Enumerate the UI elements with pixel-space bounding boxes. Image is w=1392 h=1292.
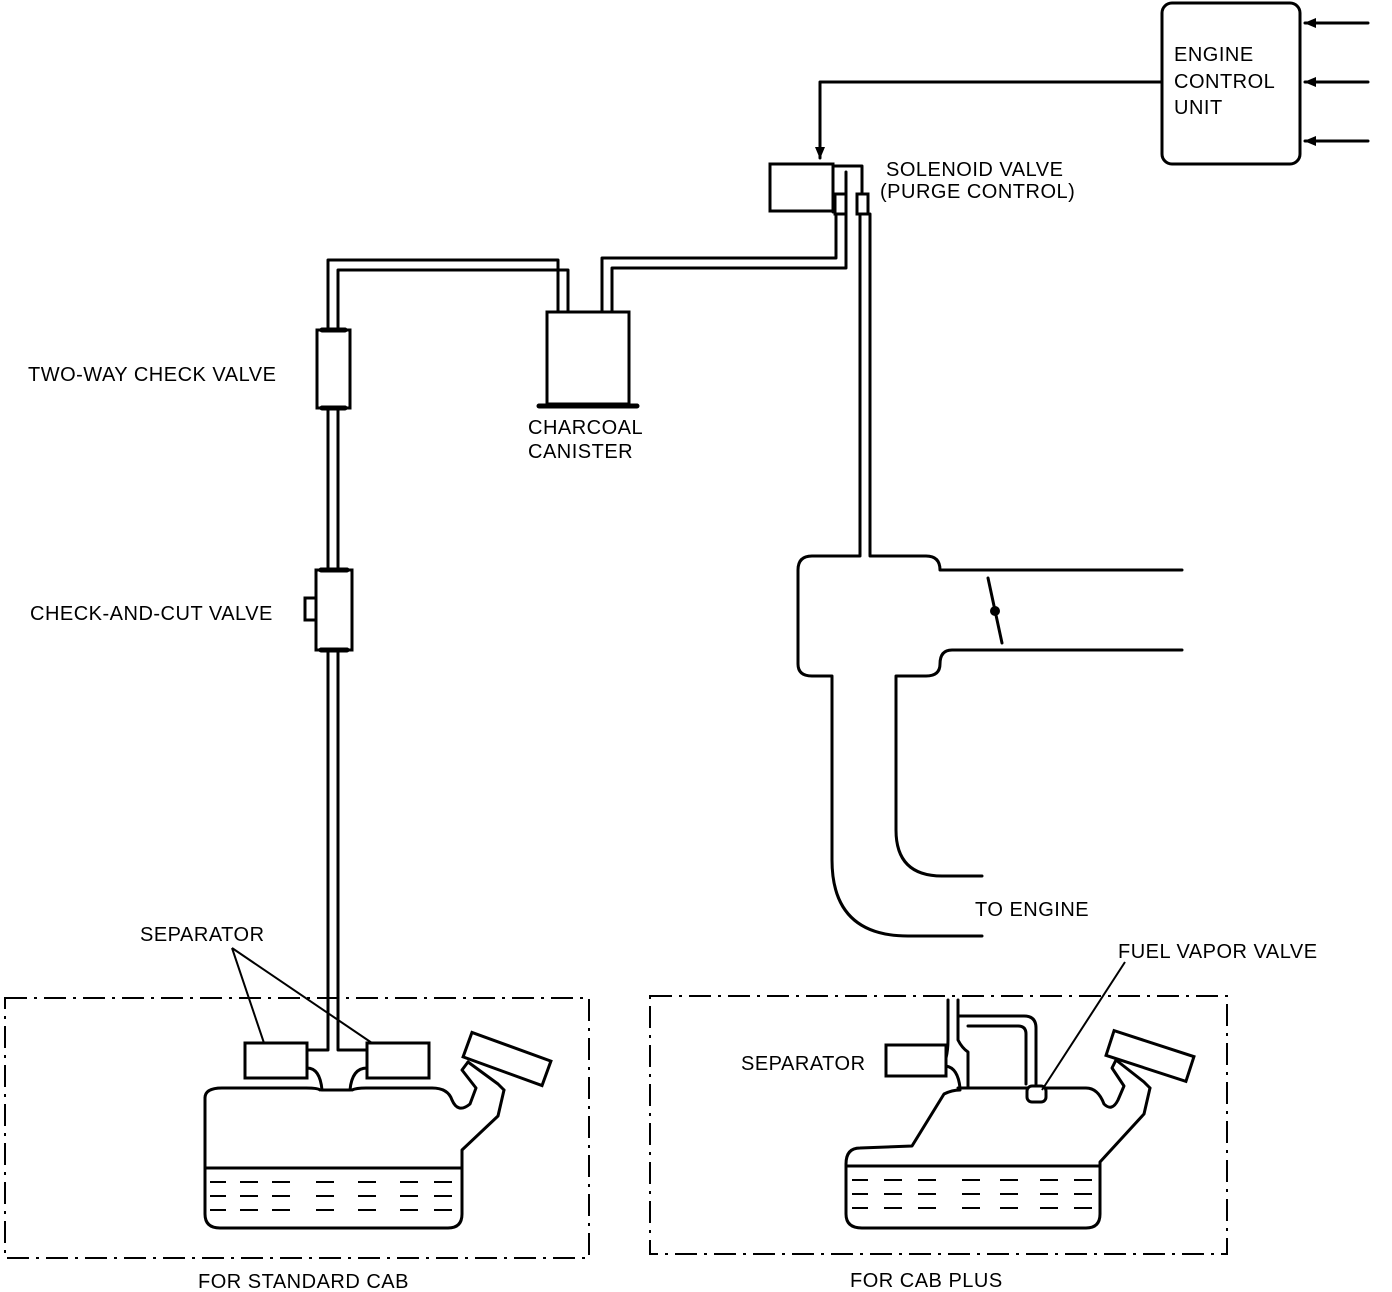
purge-hose-solenoid-to-intake — [858, 212, 872, 557]
engine-control-unit: ENGINE CONTROL UNIT — [1160, 1, 1302, 166]
cab-plus-frame — [649, 995, 1228, 1255]
for-cab-plus-caption: FOR CAB PLUS — [850, 1270, 1003, 1292]
for-standard-cab-caption: FOR STANDARD CAB — [198, 1271, 409, 1292]
standard-cab-frame — [4, 997, 590, 1259]
solenoid-valve-label-line-2: (PURGE CONTROL) — [880, 181, 1075, 203]
cab-plus-separator — [884, 1043, 948, 1078]
two-way-check-valve — [315, 327, 352, 411]
purge-hose-solenoid-to-canister — [600, 212, 848, 314]
cab-plus-separator-label: SEPARATOR — [741, 1053, 866, 1075]
charcoal-canister-label-line-2: CANISTER — [528, 441, 633, 463]
to-engine-label: TO ENGINE — [975, 899, 1089, 921]
two-way-check-valve-label: TWO-WAY CHECK VALVE — [28, 364, 276, 386]
ecu-input-arrows — [1303, 18, 1370, 146]
ecu-label-line-2: CONTROL — [1174, 71, 1275, 93]
standard-cab-separator-right — [365, 1041, 431, 1080]
throttle-valve — [986, 576, 1004, 645]
solenoid-valve — [768, 162, 870, 216]
intake-manifold — [796, 554, 1184, 938]
vapor-hose-to-fuel-tank — [326, 650, 340, 1042]
standard-cab-separator-label: SEPARATOR — [140, 924, 265, 946]
ecu-label-line-3: UNIT — [1174, 97, 1223, 119]
standard-cab-fuel-level — [210, 1181, 452, 1211]
charcoal-canister-label-line-1: CHARCOAL — [528, 417, 643, 439]
fuel-vapor-valve-label: FUEL VAPOR VALVE — [1118, 941, 1318, 963]
fuel-vapor-valve — [1025, 1084, 1048, 1104]
check-and-cut-valve — [303, 567, 354, 653]
cab-plus-fuel-level — [852, 1179, 1092, 1209]
ecu-signal-wire — [815, 80, 1164, 160]
vapor-hose-canister-to-check-valve — [326, 258, 570, 332]
standard-cab-separator-leaders — [231, 947, 373, 1044]
vapor-hose-check-to-cut-valve — [326, 408, 340, 572]
check-and-cut-valve-label: CHECK-AND-CUT VALVE — [30, 603, 273, 625]
standard-cab-separator-left — [243, 1041, 309, 1080]
standard-cab-fuel-tank — [203, 1030, 553, 1230]
solenoid-valve-label-line-1: SOLENOID VALVE — [886, 159, 1063, 181]
fuel-vapor-valve-leader — [1041, 961, 1126, 1091]
ecu-label-line-1: ENGINE — [1174, 44, 1254, 66]
charcoal-canister — [536, 310, 640, 409]
cab-plus-fuel-tank — [844, 998, 1196, 1230]
